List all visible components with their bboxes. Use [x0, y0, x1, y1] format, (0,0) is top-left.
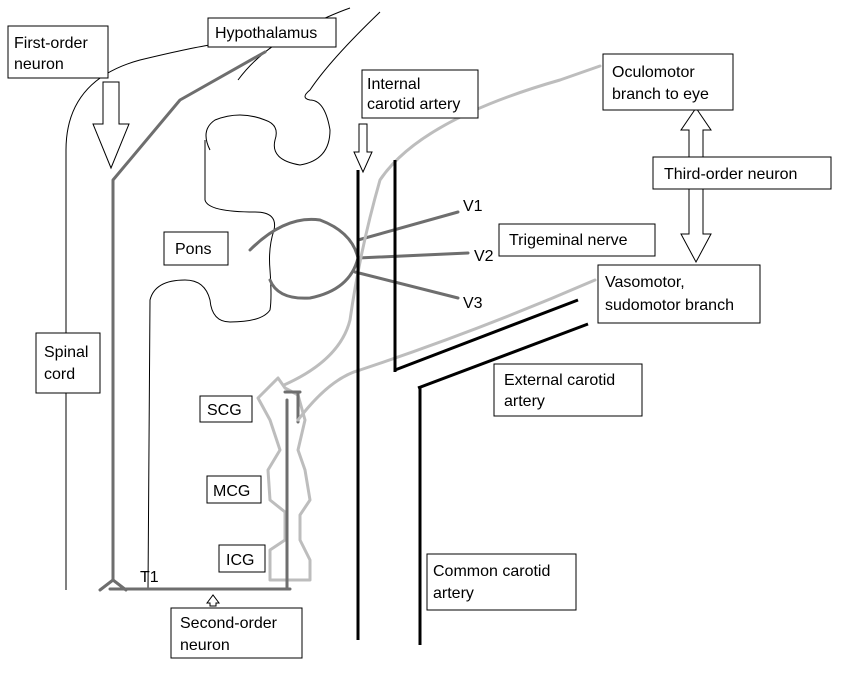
brainstem-outline-outer: [205, 11, 381, 166]
second-order-neuron-label-1: Second-order: [180, 615, 278, 632]
spinal-cord-box: [35, 332, 101, 394]
hypothalamus-box: [207, 17, 337, 48]
external-carotid-lower-wall: [417, 322, 589, 390]
third-order-up-arrow: [680, 107, 712, 159]
third-order-neuron-label: Third-order neuron: [664, 166, 797, 183]
internal-carotid-label-1: Internal: [367, 76, 420, 93]
vasomotor-label-2: sudomotor branch: [605, 297, 734, 314]
trigeminal-ganglion-shape: [248, 217, 360, 300]
vasomotor-label-1: Vasomotor,: [605, 274, 685, 291]
oculomotor-box: [602, 53, 734, 111]
v3-label: V3: [463, 295, 483, 312]
spinal-cord-label-1: Spinal: [44, 344, 88, 361]
v2-label: V2: [474, 248, 494, 265]
icg-label: ICG: [226, 552, 254, 569]
external-carotid-box: [493, 363, 643, 417]
scg-label: SCG: [207, 402, 242, 419]
hypothalamus-label: Hypothalamus: [215, 25, 317, 42]
pons-box: [163, 231, 229, 266]
second-order-neuron-label-2: neuron: [180, 637, 230, 654]
v1-branch: [356, 210, 460, 242]
common-carotid-label-2: artery: [433, 585, 474, 602]
second-order-arrow: [206, 594, 220, 607]
mcg-box: [206, 475, 262, 504]
v1-label: V1: [463, 198, 483, 215]
internal-carotid-box: [361, 69, 479, 119]
v3-branch: [353, 270, 460, 300]
internal-carotid-label-2: carotid artery: [367, 96, 460, 113]
internal-carotid-arrow: [353, 123, 373, 174]
t1-label: T1: [140, 569, 159, 586]
external-carotid-label-2: artery: [504, 393, 545, 410]
external-carotid-upper-wall: [394, 298, 579, 372]
first-order-neuron-label-2: neuron: [14, 56, 64, 73]
trigeminal-nerve-label: Trigeminal nerve: [509, 232, 628, 249]
v2-branch: [356, 251, 470, 260]
common-carotid-box: [426, 553, 577, 611]
scg-box: [199, 395, 253, 423]
first-order-neuron-label-1: First-order: [14, 35, 88, 52]
first-order-neuron-box: [7, 25, 109, 79]
sympathetic-chain: [256, 376, 312, 582]
pons-label: Pons: [175, 241, 211, 258]
oculomotor-label-2: branch to eye: [612, 86, 709, 103]
spinal-cord-label-2: cord: [44, 366, 75, 383]
pons-outline: [147, 140, 276, 591]
spinal-cord-outline: [65, 44, 211, 590]
first-order-arrow: [92, 81, 130, 170]
common-carotid-label-1: Common carotid: [433, 563, 550, 580]
icg-box: [218, 544, 266, 573]
trigeminal-nerve-box: [498, 223, 656, 257]
third-order-down-arrow: [680, 187, 712, 264]
third-order-neuron-box: [652, 156, 832, 190]
external-carotid-label-1: External carotid: [504, 372, 615, 389]
oculomotor-label-1: Oculomotor: [612, 64, 695, 81]
vasomotor-branch-fiber: [296, 278, 597, 422]
vasomotor-box: [597, 264, 761, 324]
mcg-label: MCG: [213, 483, 250, 500]
second-order-neuron-box: [170, 607, 303, 659]
